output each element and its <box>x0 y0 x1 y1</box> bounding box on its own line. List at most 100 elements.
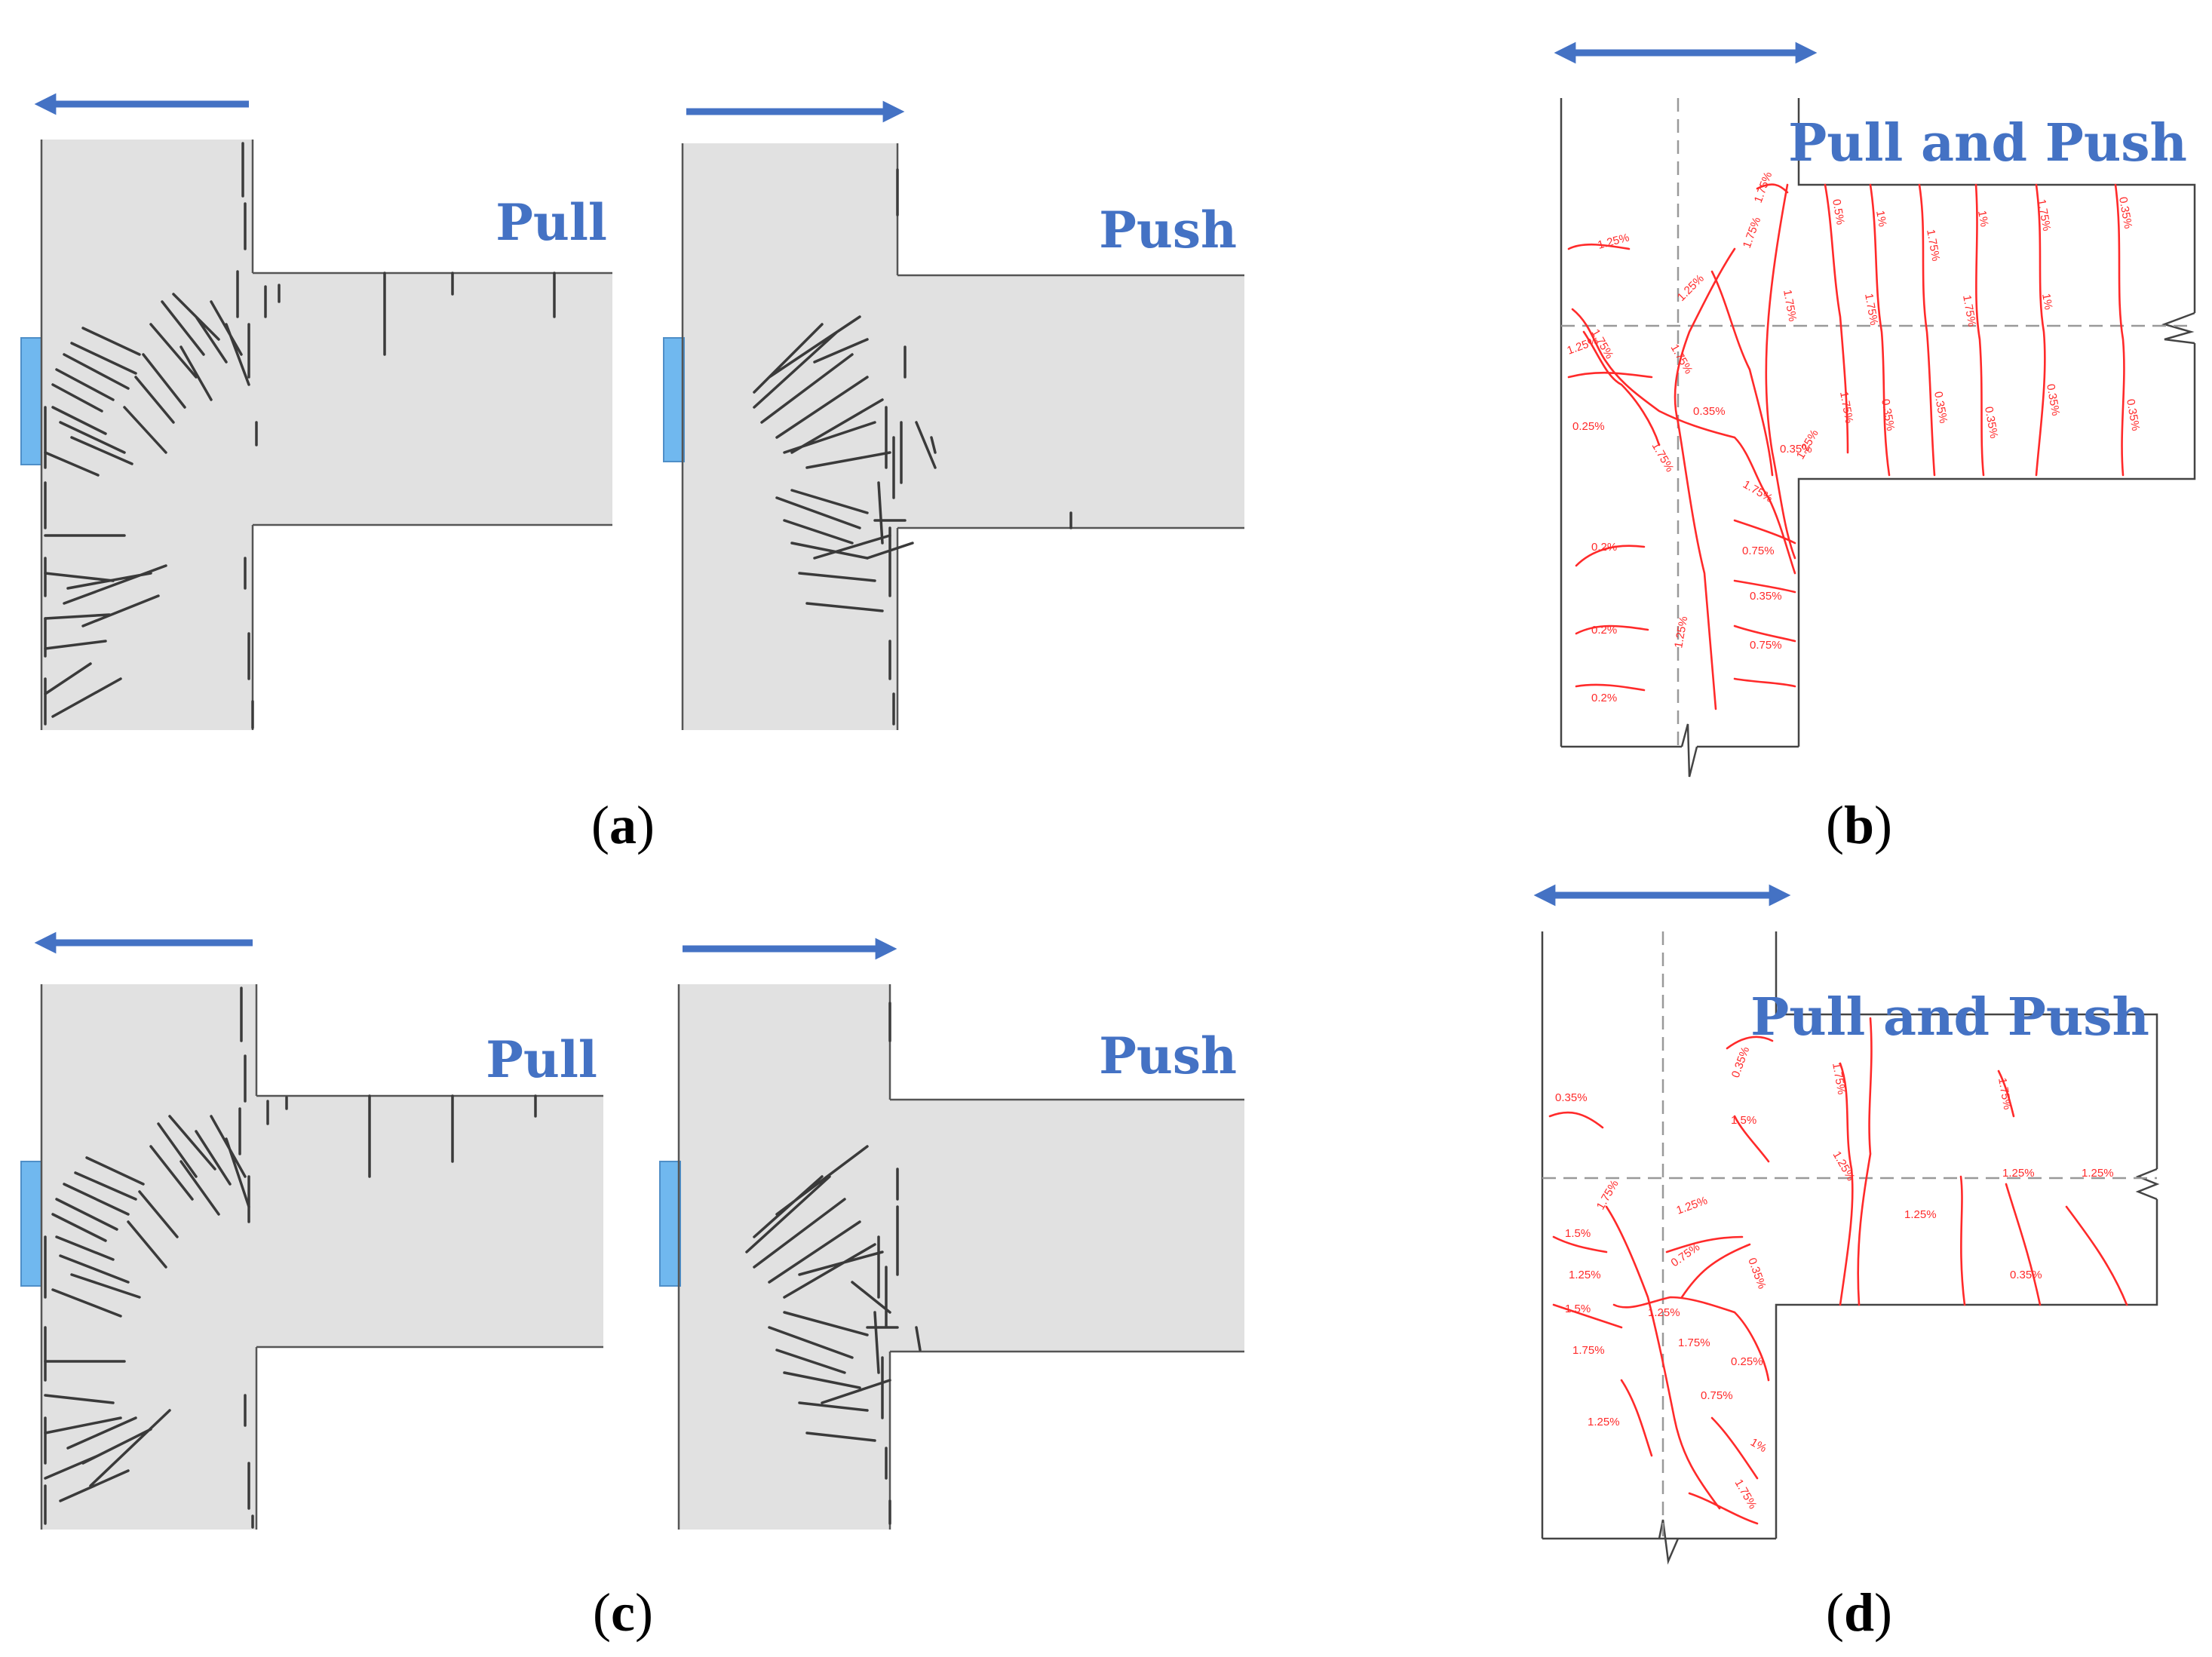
crack-label: 1.25% <box>2082 1167 2114 1180</box>
support-plate <box>663 337 685 462</box>
crack-pattern <box>44 987 537 1529</box>
panel-a-caption: (a) <box>591 795 655 855</box>
joint-outline <box>1560 98 2196 748</box>
crack-label: 0.75% <box>1669 1241 1703 1269</box>
panel-a-pull-specimen: Pull <box>20 93 612 730</box>
crack-label: 0.25% <box>1731 1355 1763 1368</box>
crack-label: 0.2% <box>1591 692 1617 704</box>
crack-label: 0.2% <box>1591 624 1617 637</box>
panel-a-push-specimen: Push <box>663 100 1244 730</box>
panel-d-crack-map: 0.35% 0.35% 1.5% 1.75% 1.5% 1.25% 0.75% … <box>1533 884 2160 1565</box>
crack-percent-labels: 0.35% 0.35% 1.5% 1.75% 1.5% 1.25% 0.75% … <box>1555 1045 2114 1511</box>
crack-label: 1% <box>1748 1436 1769 1456</box>
crack-label: 1% <box>1975 210 1991 228</box>
crack-label: 0.35% <box>1780 443 1812 456</box>
crack-label: 1.25% <box>1675 1194 1710 1217</box>
crack-label: 0.2% <box>1591 541 1617 554</box>
crack-label: 0.35% <box>2124 398 2142 432</box>
support-plate <box>659 1161 681 1287</box>
pull-and-push-label: Pull and Push <box>1788 113 2187 173</box>
crack-label: 0.75% <box>1701 1389 1733 1402</box>
crack-label: 1.75% <box>1996 1077 2014 1111</box>
crack-label: 1.75% <box>1830 1062 1848 1096</box>
support-plate <box>20 337 42 465</box>
crack-label: 0.35% <box>1750 590 1782 603</box>
crack-label: 0.35% <box>1879 398 1897 432</box>
crack-percent-labels: 1.25% 1.75% 1.75% 1.25% 1.25% 0.25% 1.75… <box>1566 170 2143 704</box>
crack-label: 1.25% <box>1672 615 1690 649</box>
crack-label: 1.5% <box>1731 1114 1756 1127</box>
panel-c-push-specimen: Push <box>659 937 1244 1530</box>
panel-d-caption: (d) <box>1826 1582 1892 1643</box>
crack-lines <box>1548 1017 2128 1525</box>
pull-label: Pull <box>486 1030 597 1089</box>
panel-b: 1.25% 1.75% 1.75% 1.25% 1.25% 0.25% 1.75… <box>1554 41 2196 855</box>
crack-pattern <box>44 142 556 729</box>
centerlines <box>1542 931 2157 1539</box>
panel-a: Pull Push (a) <box>20 93 1244 855</box>
joint-shape <box>41 140 612 730</box>
push-label: Push <box>1099 201 1237 259</box>
crack-label: 1.25% <box>1648 1306 1680 1319</box>
break-mark-bottom <box>1658 1519 1680 1565</box>
crack-label: 1.75% <box>2035 198 2053 232</box>
edge-lines <box>40 984 603 1530</box>
crack-label: 1.75% <box>1678 1336 1710 1349</box>
crack-label: 1.75% <box>1741 216 1764 250</box>
crack-label: 1.25% <box>1675 272 1707 304</box>
crack-label: 1.75% <box>1837 391 1855 425</box>
crack-label: 0.35% <box>1693 405 1726 418</box>
break-mark-bottom <box>1680 723 1698 778</box>
joint-shape <box>41 984 603 1530</box>
crack-label: 1.25% <box>2002 1167 2035 1180</box>
crack-lines <box>1567 183 2125 710</box>
edge-lines <box>40 140 612 730</box>
joint-shape <box>683 143 1244 730</box>
crack-label: 0.5% <box>1830 198 1847 226</box>
support-plate <box>20 1161 42 1287</box>
panel-c-pull-specimen: Pull <box>20 931 603 1530</box>
break-mark-right <box>2135 1168 2160 1201</box>
crack-label: 0.35% <box>1729 1045 1753 1080</box>
crack-label: 1.75% <box>1668 342 1695 376</box>
crack-label: 0.35% <box>2044 383 2062 417</box>
crack-label: 1% <box>2039 293 2055 311</box>
crack-label: 1.75% <box>1732 1477 1759 1511</box>
pull-label: Pull <box>495 193 607 252</box>
crack-label: 0.35% <box>1745 1257 1769 1291</box>
crack-pattern <box>753 168 1072 726</box>
crack-label: 1.75% <box>1594 1178 1621 1212</box>
crack-label: 0.75% <box>1750 639 1782 652</box>
panel-b-crack-map: 1.25% 1.75% 1.75% 1.25% 1.25% 0.25% 1.75… <box>1554 41 2196 778</box>
crack-label: 0.35% <box>2010 1269 2042 1281</box>
centerlines <box>1561 98 2195 747</box>
crack-label: 0.25% <box>1572 420 1605 433</box>
crack-label: 1.75% <box>1649 440 1677 474</box>
break-mark-right <box>2161 311 2195 345</box>
crack-label: 1.25% <box>1904 1208 1937 1221</box>
crack-pattern <box>745 1002 922 1525</box>
crack-label: 1% <box>1873 210 1889 228</box>
crack-label: 0.35% <box>1555 1091 1588 1104</box>
crack-label: 1.75% <box>1781 289 1799 323</box>
joint-shape <box>679 984 1244 1530</box>
push-label: Push <box>1099 1026 1237 1085</box>
crack-label: 1.75% <box>1572 1344 1605 1357</box>
panel-c: Pull Push (c) <box>20 931 1244 1643</box>
crack-label: 1.5% <box>1565 1303 1591 1315</box>
crack-label: 0.35% <box>1982 406 2000 440</box>
panel-c-caption: (c) <box>593 1582 653 1643</box>
panel-d: 0.35% 0.35% 1.5% 1.75% 1.5% 1.25% 0.75% … <box>1533 884 2160 1643</box>
crack-label: 1.75% <box>1752 170 1775 205</box>
crack-label: 1.75% <box>1741 478 1775 505</box>
joint-outline <box>1541 931 2158 1540</box>
crack-label: 1.75% <box>1924 229 1942 262</box>
crack-label: 0.35% <box>1931 391 1950 425</box>
crack-label: 1.25% <box>1569 1269 1601 1281</box>
pull-and-push-label: Pull and Push <box>1750 987 2149 1048</box>
crack-label: 1.5% <box>1565 1227 1591 1240</box>
crack-label: 1.25% <box>1588 1416 1620 1428</box>
crack-label: 1.25% <box>1830 1149 1858 1183</box>
crack-label: 0.75% <box>1742 545 1775 557</box>
